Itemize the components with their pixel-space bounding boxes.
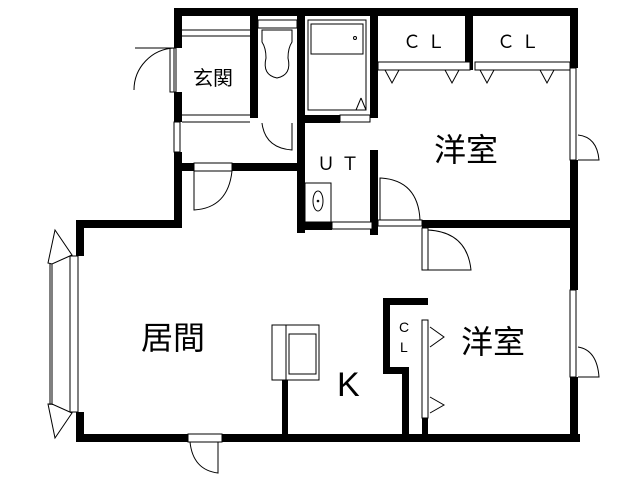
room-label-kitchen: K bbox=[337, 366, 360, 404]
room-label-closet-3-c: C bbox=[399, 319, 410, 335]
room-label-western-room-2: 洋室 bbox=[461, 323, 526, 361]
room-label-closet-2: ＣＬ bbox=[497, 32, 545, 52]
room-label-closet-3-l: L bbox=[400, 339, 408, 355]
room-label-closet-1: ＣＬ bbox=[403, 32, 451, 52]
room-label-utility: ＵＴ bbox=[317, 154, 365, 174]
walls bbox=[76, 8, 580, 442]
room-label-living: 居間 bbox=[141, 319, 206, 357]
room-label-western-room-1: 洋室 bbox=[434, 131, 499, 169]
fixtures bbox=[47, 19, 600, 474]
room-label-entrance: 玄関 bbox=[193, 66, 233, 90]
